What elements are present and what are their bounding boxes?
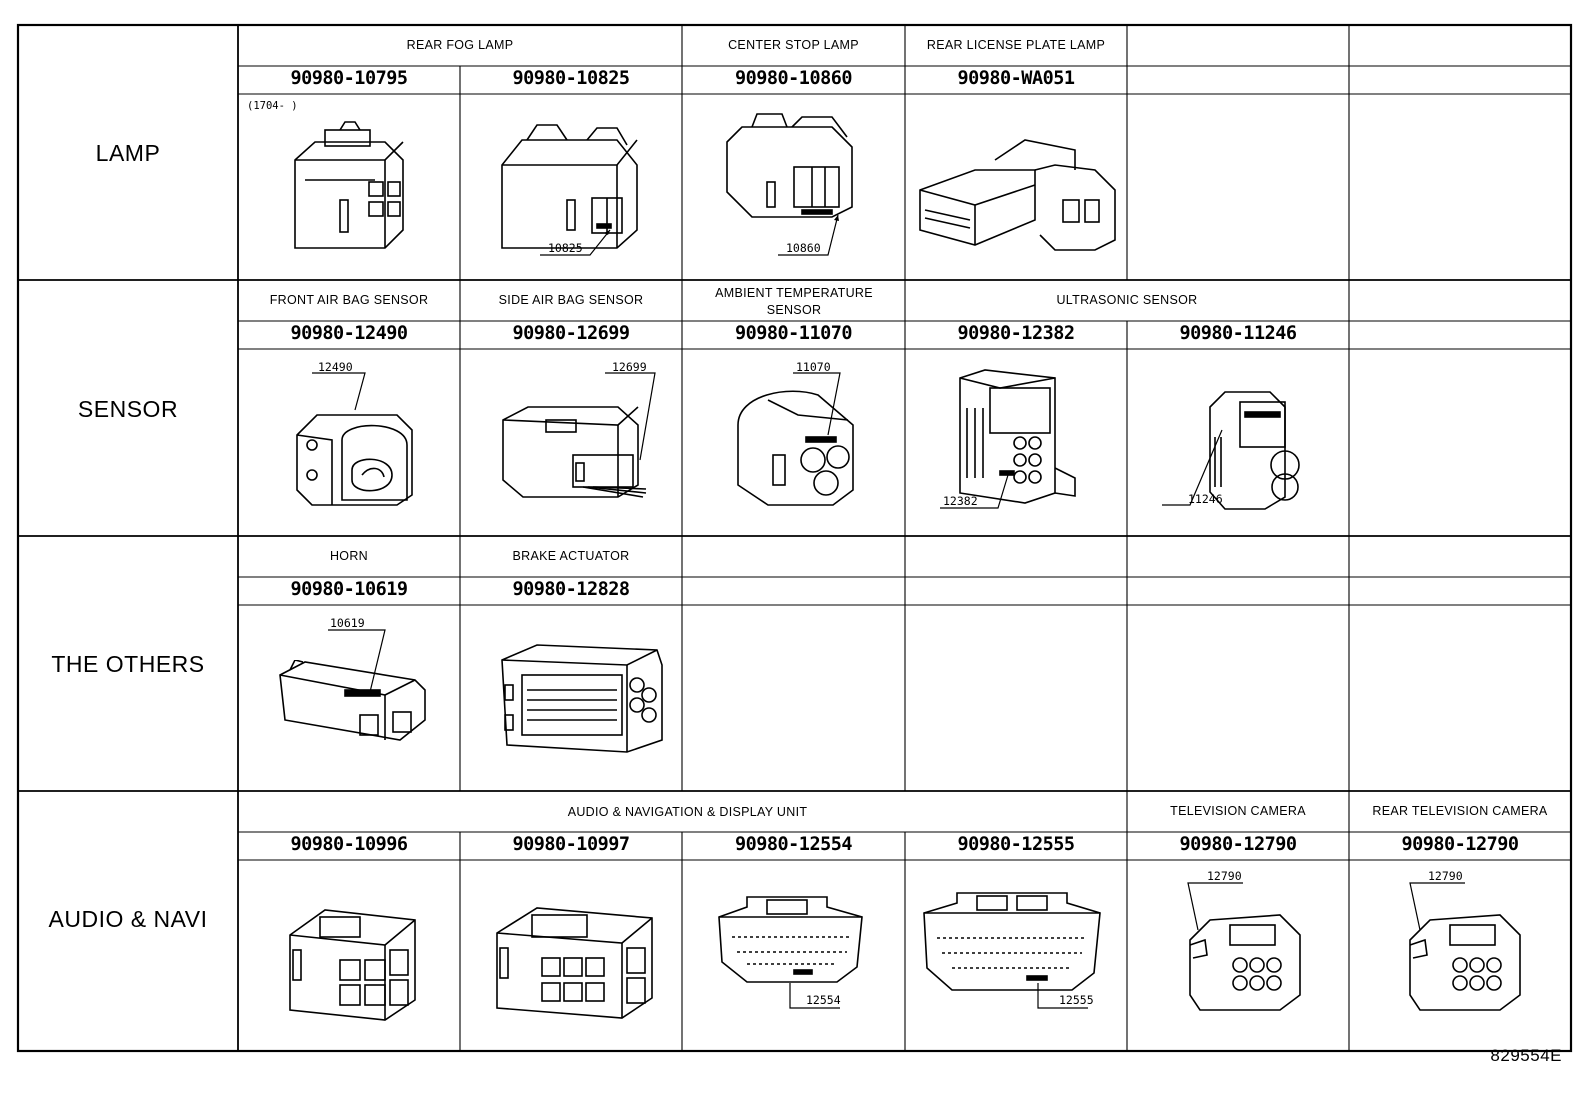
connector-illustration bbox=[1205, 387, 1305, 512]
connector-illustration bbox=[728, 385, 858, 510]
leader-line bbox=[605, 372, 656, 461]
title-rear-television-camera: REAR TELEVISION CAMERA bbox=[1372, 804, 1548, 818]
figure-id: 829554E bbox=[1490, 1046, 1562, 1065]
part-number: 90980-11246 bbox=[1179, 323, 1297, 344]
part-number: 90980-WA051 bbox=[957, 68, 1075, 89]
leader-line bbox=[540, 229, 611, 256]
connector-illustration bbox=[275, 660, 430, 750]
leader-line bbox=[793, 372, 841, 436]
title-rear-fog-lamp: REAR FOG LAMP bbox=[406, 38, 514, 52]
title-horn: HORN bbox=[329, 549, 368, 563]
leader-line bbox=[328, 629, 386, 693]
connector-tag: 10860 bbox=[786, 241, 821, 255]
title-front-air-bag-sensor: FRONT AIR BAG SENSOR bbox=[269, 293, 429, 307]
connector-tag: 12790 bbox=[1428, 869, 1463, 883]
title-ultrasonic-sensor: ULTRASONIC SENSOR bbox=[1056, 293, 1198, 307]
connector-tag: 12554 bbox=[806, 993, 841, 1007]
leader-line bbox=[1162, 429, 1223, 506]
connector-tag: 12382 bbox=[943, 494, 978, 508]
part-number: 90980-12554 bbox=[734, 834, 853, 855]
part-number: 90980-12828 bbox=[512, 579, 630, 600]
connector-illustration bbox=[922, 888, 1102, 998]
category-audio-navi: AUDIO & NAVI bbox=[48, 906, 208, 932]
title-ambient-temperature-sensor: AMBIENT TEMPERATURE SENSOR bbox=[715, 285, 873, 317]
date-note: (1704- ) bbox=[247, 100, 298, 112]
connector-illustration bbox=[497, 640, 667, 755]
part-number: 90980-10795 bbox=[290, 68, 408, 89]
category-lamp: LAMP bbox=[95, 140, 161, 166]
title-brake-actuator: BRAKE ACTUATOR bbox=[512, 549, 630, 563]
part-number: 90980-10619 bbox=[290, 579, 408, 600]
connector-tag: 12490 bbox=[318, 360, 353, 374]
connector-illustration bbox=[492, 903, 657, 1023]
connector-illustration bbox=[497, 120, 647, 260]
part-number: 90980-12490 bbox=[290, 323, 408, 344]
leader-line bbox=[1037, 983, 1088, 1009]
connector-tag: 12699 bbox=[612, 360, 647, 374]
connector-illustration bbox=[717, 892, 867, 992]
title-audio-navigation-display-unit: AUDIO & NAVIGATION & DISPLAY UNIT bbox=[567, 805, 808, 819]
part-number: 90980-12790 bbox=[1401, 834, 1519, 855]
connector-tag: 11246 bbox=[1188, 492, 1223, 506]
connector-illustration bbox=[285, 905, 420, 1025]
title-television-camera: TELEVISION CAMERA bbox=[1170, 804, 1306, 818]
connector-tag: 12790 bbox=[1207, 869, 1242, 883]
part-number: 90980-12382 bbox=[957, 323, 1075, 344]
leader-line bbox=[940, 474, 1009, 509]
part-number: 90980-12699 bbox=[512, 323, 630, 344]
connector-illustration bbox=[498, 405, 648, 505]
leader-line bbox=[778, 214, 839, 256]
part-number: 90980-11070 bbox=[734, 323, 853, 344]
part-number: 90980-12555 bbox=[957, 834, 1075, 855]
category-sensor: SENSOR bbox=[77, 396, 179, 422]
part-number: 90980-12790 bbox=[1179, 834, 1297, 855]
part-number: 90980-10996 bbox=[290, 834, 408, 855]
connector-tag: 10619 bbox=[330, 616, 365, 630]
connector-illustration bbox=[955, 368, 1080, 508]
title-center-stop-lamp: CENTER STOP LAMP bbox=[728, 38, 859, 52]
part-number: 90980-10860 bbox=[734, 68, 853, 89]
part-number: 90980-10997 bbox=[512, 834, 630, 855]
title-side-air-bag-sensor: SIDE AIR BAG SENSOR bbox=[498, 293, 644, 307]
connector-illustration bbox=[1185, 910, 1305, 1015]
category-others: THE OTHERS bbox=[51, 651, 205, 677]
connector-illustration bbox=[915, 130, 1125, 260]
title-rear-license-plate-lamp: REAR LICENSE PLATE LAMP bbox=[926, 38, 1106, 52]
connector-tag: 11070 bbox=[796, 360, 831, 374]
part-number: 90980-10825 bbox=[512, 68, 630, 89]
connector-illustration bbox=[722, 112, 872, 222]
leader-line bbox=[1187, 882, 1243, 931]
connector-illustration bbox=[285, 120, 415, 255]
leader-line bbox=[312, 372, 366, 411]
leader-line bbox=[1409, 882, 1465, 931]
connector-illustration bbox=[1405, 910, 1525, 1015]
connector-tag: 12555 bbox=[1059, 993, 1094, 1007]
leader-line bbox=[789, 983, 840, 1009]
connector-illustration bbox=[292, 405, 417, 510]
connector-tag: 10825 bbox=[548, 241, 583, 255]
